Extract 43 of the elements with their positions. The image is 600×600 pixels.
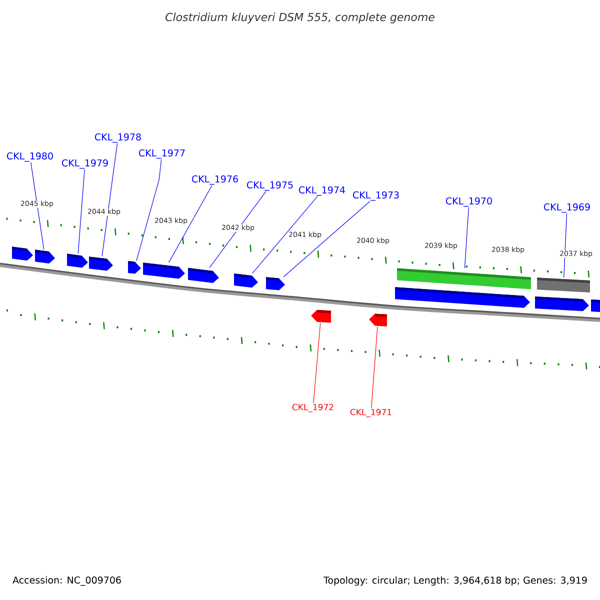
leader-line [136,159,162,262]
leader-line [564,213,568,278]
gene-label: CKL_1978 [95,133,141,143]
gene-feature [12,246,33,261]
gene-label: CKL_1977 [139,149,185,159]
leader-line [371,326,378,408]
leader-line [252,196,318,274]
leader-line [283,201,370,278]
leader-line [102,143,118,257]
gene-feature [395,287,530,308]
gene-label: CKL_1971 [350,408,392,418]
gene-bar [537,278,590,292]
gene-feature [35,250,55,264]
leader-line [30,162,44,250]
gene-label: CKL_1972 [292,404,334,412]
leader-line [313,322,321,404]
accession-note: Accession: NC_009706 [12,576,121,586]
gene-label: CKL_1974 [299,186,346,196]
gene-label: CKL_1980 [7,152,53,162]
gene-feature [591,300,600,312]
leader-line [464,207,469,268]
gene-feature [128,261,141,274]
gene-feature [234,274,258,288]
gene-feature [535,296,589,312]
leader-line [168,185,212,263]
gene-feature [67,254,88,268]
gene-feature [369,314,387,326]
gene-feature [143,262,185,279]
gene-label: CKL_1970 [446,197,492,207]
genome-summary: Topology: circular; Length: 3,964,618 bp; Genes: 3,919 [323,576,587,586]
leader-line [209,191,266,268]
gene-feature [188,268,219,283]
gene-feature [89,256,113,271]
gene-feature [266,277,285,290]
gene-label: CKL_1976 [192,175,238,185]
title: Clostridium kluyveri DSM 555, complete genome [166,12,434,24]
gene-feature [311,310,331,323]
leader-line [78,169,85,254]
gene-bar [397,268,531,290]
gene-label: CKL_1973 [353,191,399,201]
gene-label: CKL_1979 [62,159,108,169]
gene-label: CKL_1969 [544,203,590,213]
gene-label: CKL_1975 [247,181,293,191]
